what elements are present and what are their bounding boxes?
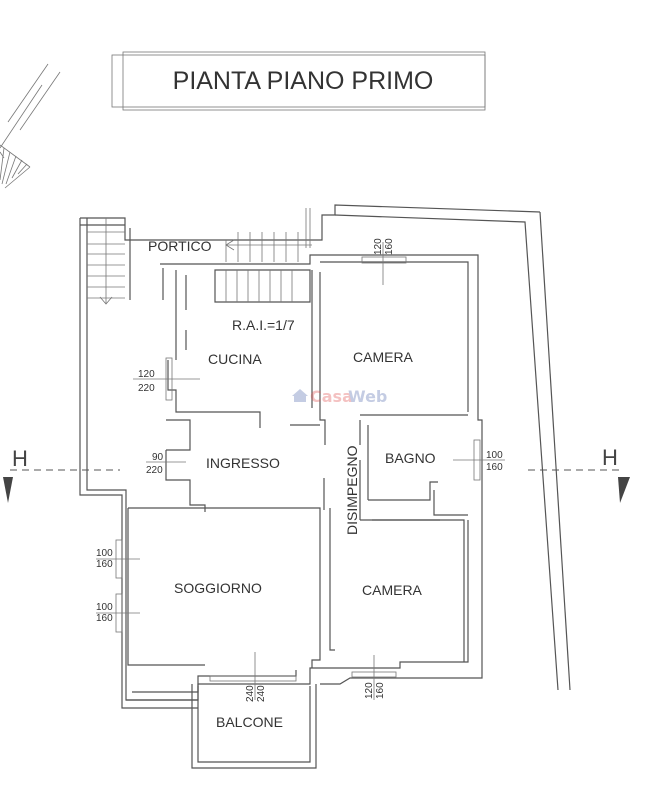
- svg-text:120: 120: [373, 238, 384, 255]
- svg-text:160: 160: [486, 462, 503, 473]
- section-mark-right: H: [528, 445, 630, 503]
- section-arrow-icon: [618, 477, 630, 503]
- room-label-cucina: CUCINA: [208, 351, 262, 367]
- section-label-right: H: [602, 445, 618, 470]
- stairs-portico: [214, 208, 312, 303]
- section-label-left: H: [12, 446, 28, 471]
- room-label-ingresso: INGRESSO: [206, 455, 280, 471]
- title-block: PIANTA PIANO PRIMO: [111, 51, 486, 111]
- svg-text:100: 100: [96, 548, 113, 559]
- room-label-camera-bottom: CAMERA: [362, 582, 423, 598]
- svg-text:120: 120: [138, 369, 155, 380]
- svg-text:160: 160: [375, 682, 386, 699]
- svg-text:120: 120: [364, 682, 375, 699]
- section-mark-left: H: [3, 446, 120, 503]
- stairs-left: [87, 218, 125, 305]
- room-label-disimpegno: DISIMPEGNO: [344, 445, 360, 535]
- room-label-portico: PORTICO: [148, 238, 212, 254]
- dim-balcone-door: 240 240: [245, 685, 267, 702]
- dim-ingresso-door: 90 220: [146, 452, 164, 476]
- svg-text:90: 90: [152, 452, 164, 463]
- dim-cucina-window: 120 220: [138, 369, 155, 394]
- svg-text:Web: Web: [348, 387, 387, 406]
- svg-text:Casa: Casa: [310, 387, 353, 406]
- dim-bagno-window: 100 160: [486, 450, 503, 473]
- rai-label: R.A.I.=1/7: [232, 317, 295, 333]
- plan-title: PIANTA PIANO PRIMO: [173, 67, 434, 95]
- svg-text:100: 100: [96, 602, 113, 613]
- windows: [96, 242, 505, 700]
- room-label-soggiorno: SOGGIORNO: [174, 580, 262, 596]
- svg-text:240: 240: [256, 685, 267, 702]
- svg-text:220: 220: [138, 383, 155, 394]
- dim-soggiorno-window-1: 100 160: [96, 548, 113, 570]
- svg-text:100: 100: [486, 450, 503, 461]
- svg-text:220: 220: [146, 465, 163, 476]
- dim-camera-bottom-window: 120 160: [364, 682, 386, 699]
- svg-text:240: 240: [245, 685, 256, 702]
- svg-text:160: 160: [96, 559, 113, 570]
- interior-walls: [127, 270, 468, 668]
- dim-soggiorno-window-2: 100 160: [96, 602, 113, 624]
- room-label-camera-top: CAMERA: [353, 349, 414, 365]
- hatched-corner-icon: [0, 63, 61, 189]
- exterior-walls: [79, 204, 571, 709]
- room-label-bagno: BAGNO: [385, 450, 436, 466]
- house-icon: [292, 389, 308, 396]
- dim-camera-top-window: 120 160: [373, 238, 395, 255]
- room-label-balcone: BALCONE: [216, 714, 283, 730]
- svg-text:160: 160: [384, 238, 395, 255]
- svg-text:160: 160: [96, 613, 113, 624]
- balcony: [191, 684, 317, 769]
- watermark-logo: Casa Web: [292, 387, 387, 406]
- section-arrow-icon: [3, 477, 13, 503]
